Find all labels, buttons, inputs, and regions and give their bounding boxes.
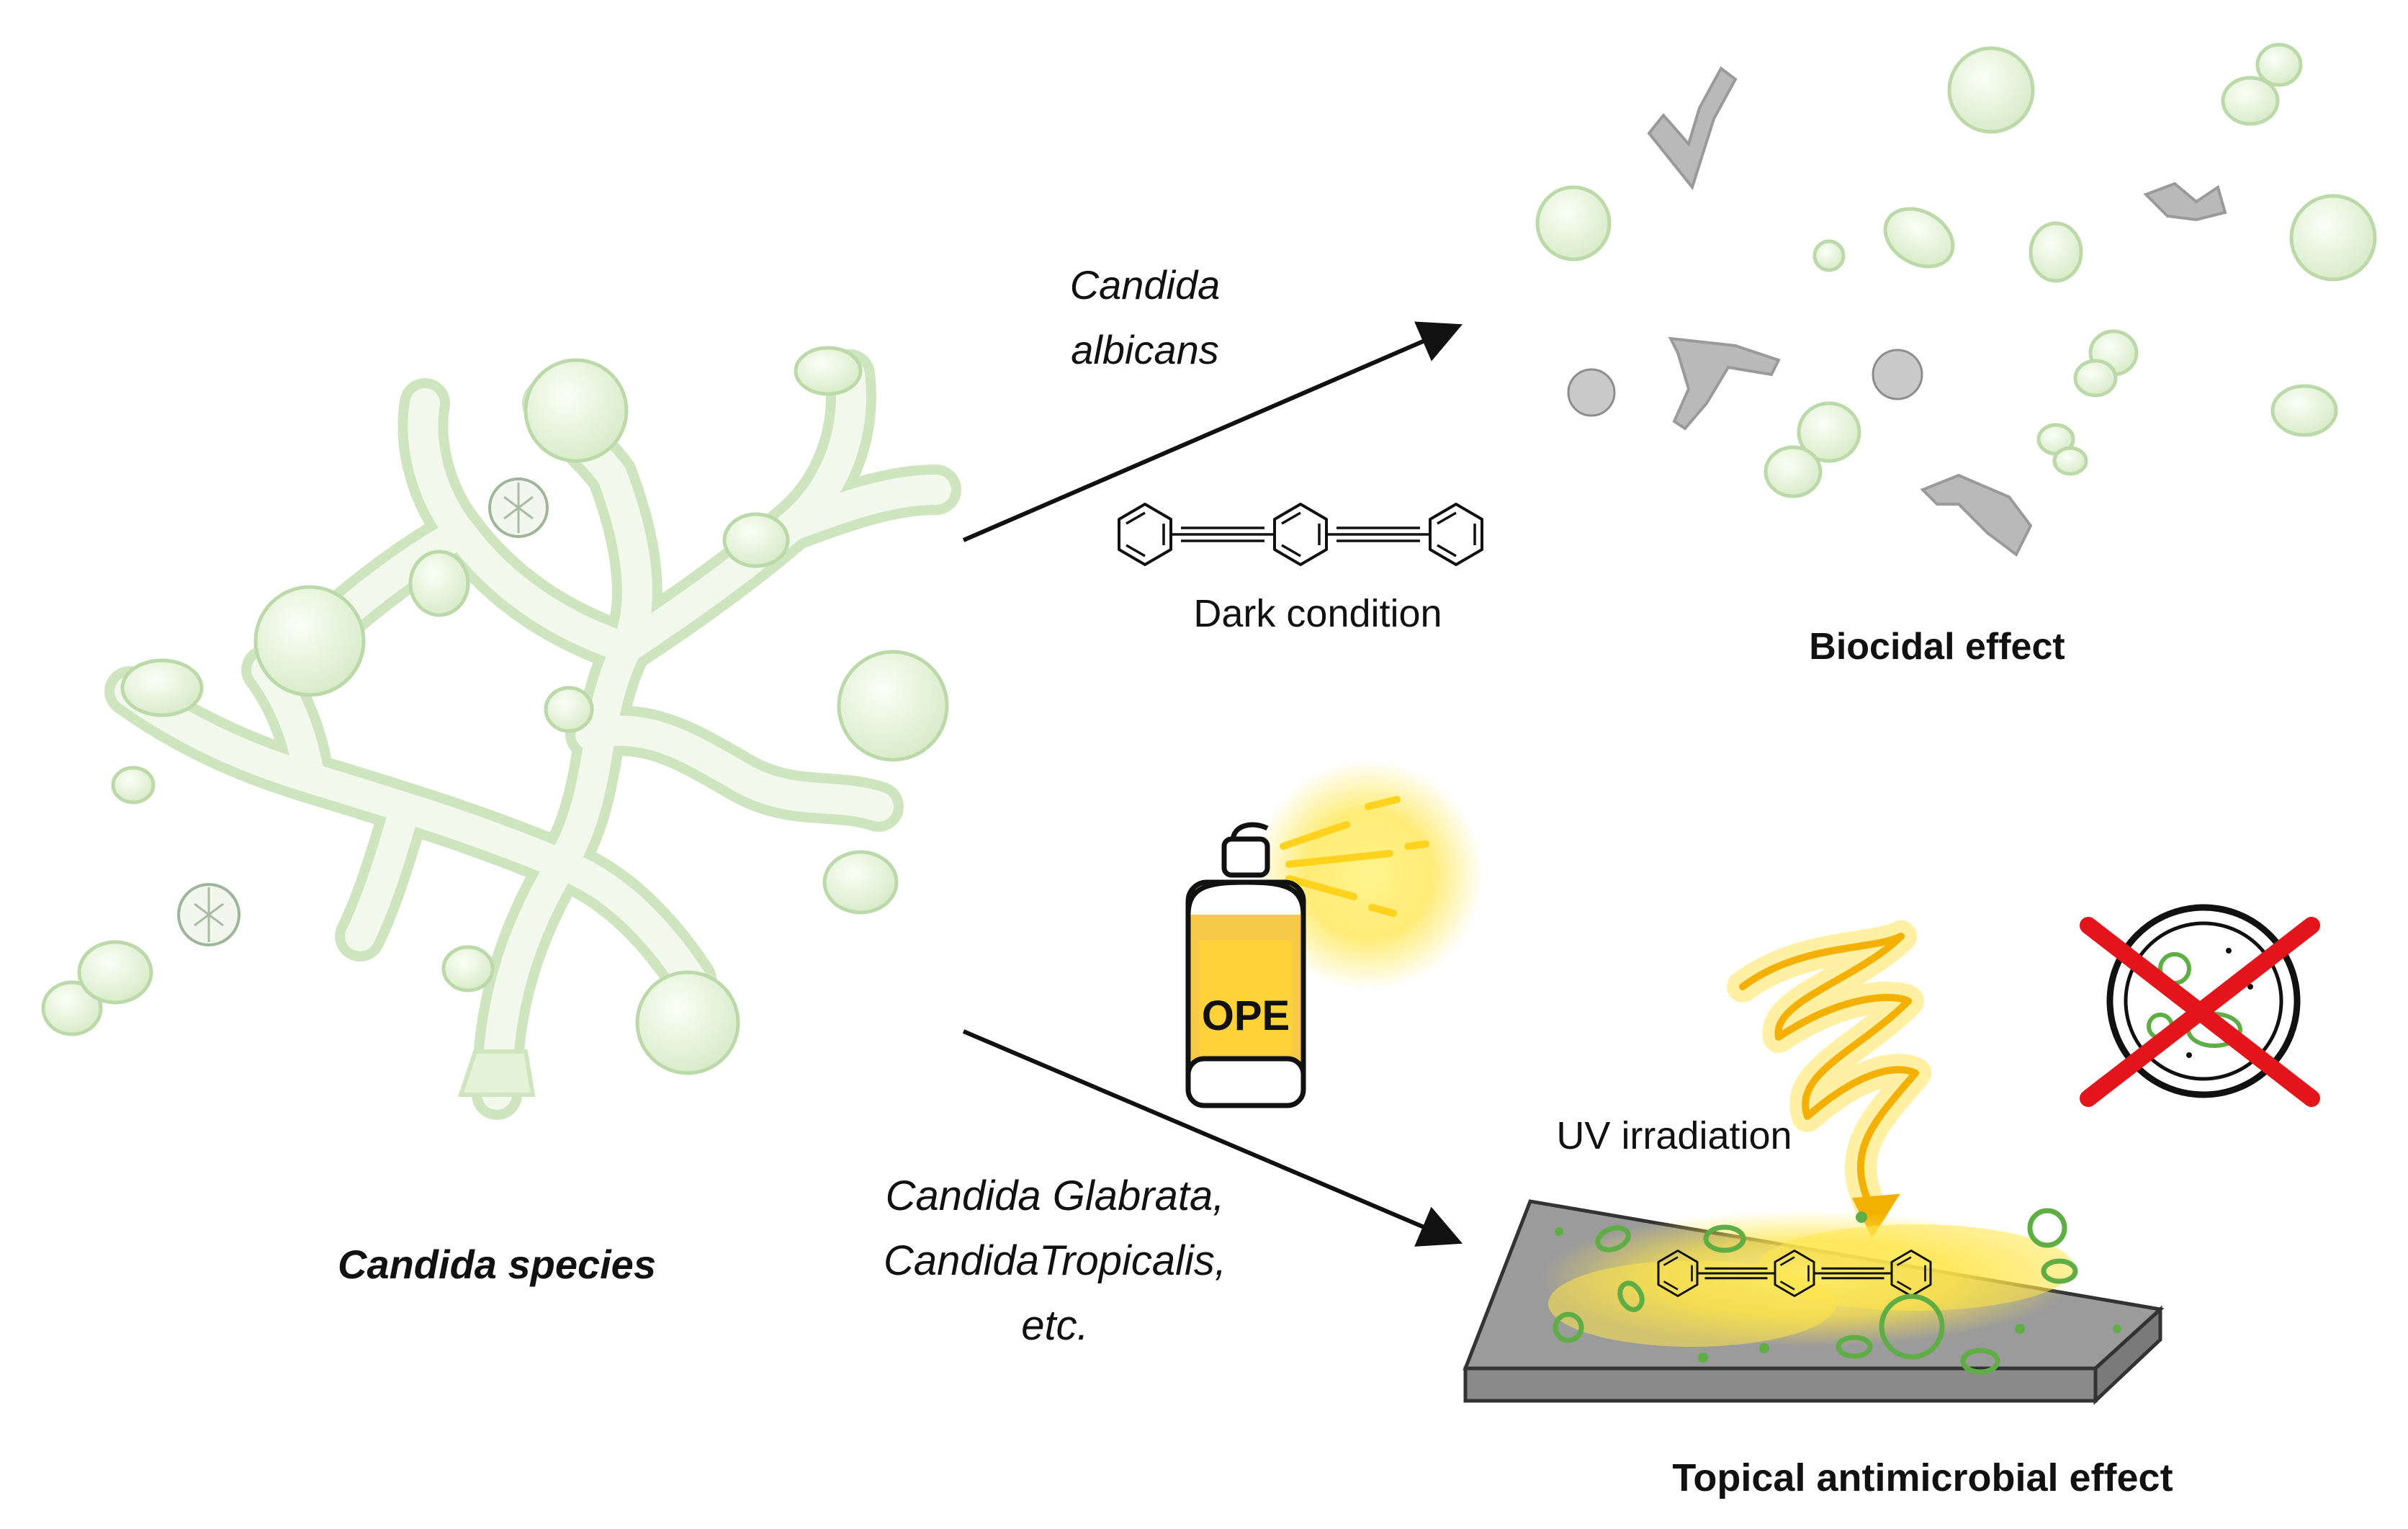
lower-arrow [962, 1029, 1463, 1247]
lower-organism-line3: etc. [1021, 1302, 1089, 1349]
spray-can-label: OPE [1202, 992, 1290, 1039]
lower-organism-line1: Candida Glabrata, [886, 1172, 1225, 1219]
candida-species-label: Candida species [338, 1242, 656, 1287]
upper-organism-line2: albicans [1071, 327, 1218, 372]
lower-organism-line2: CandidaTropicalis, [884, 1237, 1226, 1284]
spray-can-icon: OPE [1185, 760, 1483, 1108]
uv-irradiation-label: UV irradiation [1556, 1114, 1792, 1157]
ope-molecule-icon [1118, 503, 1483, 566]
topical-effect-label: Topical antimicrobial effect [1672, 1456, 2173, 1499]
dead-cell-fragments-icon [1535, 42, 2377, 557]
uv-zigzag-icon [1727, 920, 1931, 1239]
prohibition-petri-dish-icon [2080, 904, 2320, 1107]
upper-organism-line1: Candida [1070, 262, 1221, 308]
upper-arrow [962, 321, 1463, 542]
branching-hyphae-icon [41, 346, 961, 1120]
biocidal-effect-label: Biocidal effect [1809, 626, 2065, 668]
treated-surface [1463, 1199, 2165, 1405]
dark-condition-label: Dark condition [1193, 592, 1442, 635]
